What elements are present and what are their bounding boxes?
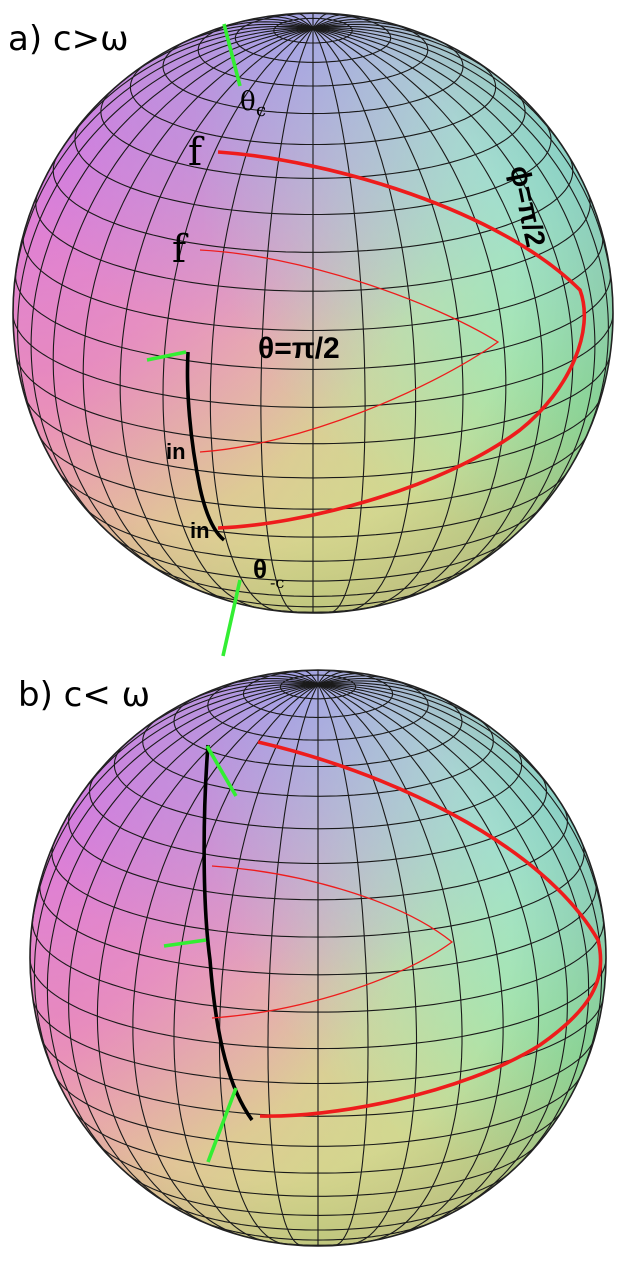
grid-line xyxy=(82,27,314,595)
grid-line xyxy=(96,684,319,1229)
grid-line xyxy=(312,27,417,612)
inner-red-curve-a xyxy=(199,249,500,453)
grid-line xyxy=(312,27,596,547)
grid-line xyxy=(267,684,319,1246)
grid-line xyxy=(312,27,544,595)
grid-line xyxy=(317,684,369,1246)
theta-c-top-subscript-a: c xyxy=(256,100,266,121)
grid-line xyxy=(162,27,314,609)
grid-line xyxy=(317,684,590,1183)
grid-line xyxy=(317,684,418,1245)
grid-line xyxy=(260,27,314,613)
panel-label-b: b) c< ω xyxy=(18,675,150,715)
theta-c-top-label-a: θ xyxy=(240,87,256,117)
grid-line xyxy=(132,684,319,1238)
theta-c-bottom-label-a: θ xyxy=(253,554,267,584)
grid-line xyxy=(317,684,463,1242)
grid-line xyxy=(312,27,464,609)
theta-c-bottom-marker-a xyxy=(221,579,242,657)
grid-line xyxy=(209,27,314,612)
theta-label-a: θ=π/2 xyxy=(258,332,340,365)
grid-line xyxy=(68,684,319,1213)
theta-c-top-marker-b xyxy=(205,745,238,797)
grid-line xyxy=(17,27,314,470)
grid-line xyxy=(317,684,568,1213)
in-inner-label-a: in xyxy=(166,439,186,464)
outer-red-curve-a xyxy=(217,150,587,530)
sphere-b xyxy=(29,669,607,1247)
meridian-in-b xyxy=(202,744,254,1122)
grid-line xyxy=(312,27,609,470)
theta-inner-marker-a xyxy=(146,350,187,362)
grid-line xyxy=(317,684,504,1238)
sphere-a xyxy=(12,12,614,614)
grid-line xyxy=(30,27,314,547)
sphere-grid-a xyxy=(13,13,613,613)
f-outer-label-a: f xyxy=(188,130,205,174)
meridian-in-a xyxy=(185,351,226,542)
panel-label-a: a) c>ω xyxy=(8,19,129,59)
grid-line xyxy=(317,684,540,1229)
grid-line xyxy=(317,684,603,1109)
theta-inner-marker-b xyxy=(163,938,207,948)
grid-line xyxy=(33,684,319,1109)
outer-red-curve-b xyxy=(257,740,603,1118)
grid-line xyxy=(119,27,314,605)
grid-line xyxy=(46,684,319,1183)
theta-c-bottom-subscript-a: -c xyxy=(270,573,284,592)
grid-line xyxy=(52,27,314,578)
f-inner-label-a: f xyxy=(172,227,189,271)
in-outer-label-a: in xyxy=(190,518,210,543)
grid-line xyxy=(173,684,319,1242)
theta-c-bottom-marker-b xyxy=(206,1087,238,1163)
grid-line xyxy=(312,27,366,613)
inner-red-curve-b xyxy=(211,865,454,1019)
grid-line xyxy=(312,27,574,578)
grid-line xyxy=(218,684,319,1245)
grid-line xyxy=(312,27,507,605)
theta-c-top-marker-a xyxy=(222,23,242,87)
